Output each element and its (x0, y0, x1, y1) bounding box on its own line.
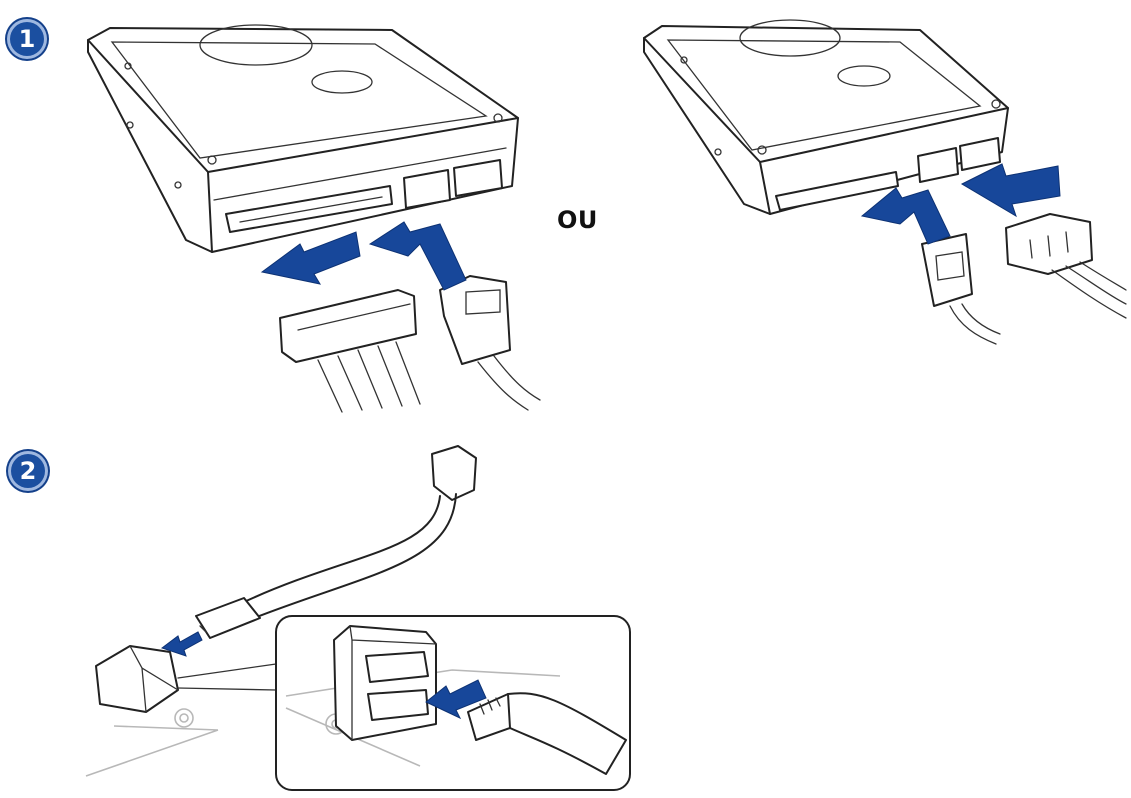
step-1-badge: 1 (7, 19, 47, 59)
insert-arrow-closeup (425, 679, 487, 720)
sata-cable-closeup-plug (467, 692, 627, 775)
hard-drive-right (643, 19, 1009, 215)
sata-data-connector-left (439, 275, 541, 411)
sata-power-connector-left (279, 289, 421, 413)
connect-arrow-step-2 (160, 631, 203, 657)
sata-data-connector-right (921, 233, 1001, 345)
step-2-number: 2 (19, 457, 37, 485)
insert-arrow-data-right (860, 187, 951, 245)
insert-arrow-power-right (960, 163, 1061, 218)
step-1-number: 1 (18, 25, 36, 53)
insert-arrow-data-left (368, 221, 467, 291)
insert-arrow-power-left (260, 231, 361, 285)
step-2-badge: 2 (8, 451, 48, 491)
molex-power-connector-right (1005, 213, 1127, 319)
motherboard-sata-port (85, 645, 219, 777)
sata-port-closeup (285, 625, 561, 767)
or-separator-label: OU (557, 206, 598, 234)
sata-cable-step-2 (195, 445, 477, 639)
zoom-callout-lines (177, 663, 277, 691)
zoom-callout-frame (275, 615, 631, 791)
hard-drive-left (87, 24, 519, 253)
